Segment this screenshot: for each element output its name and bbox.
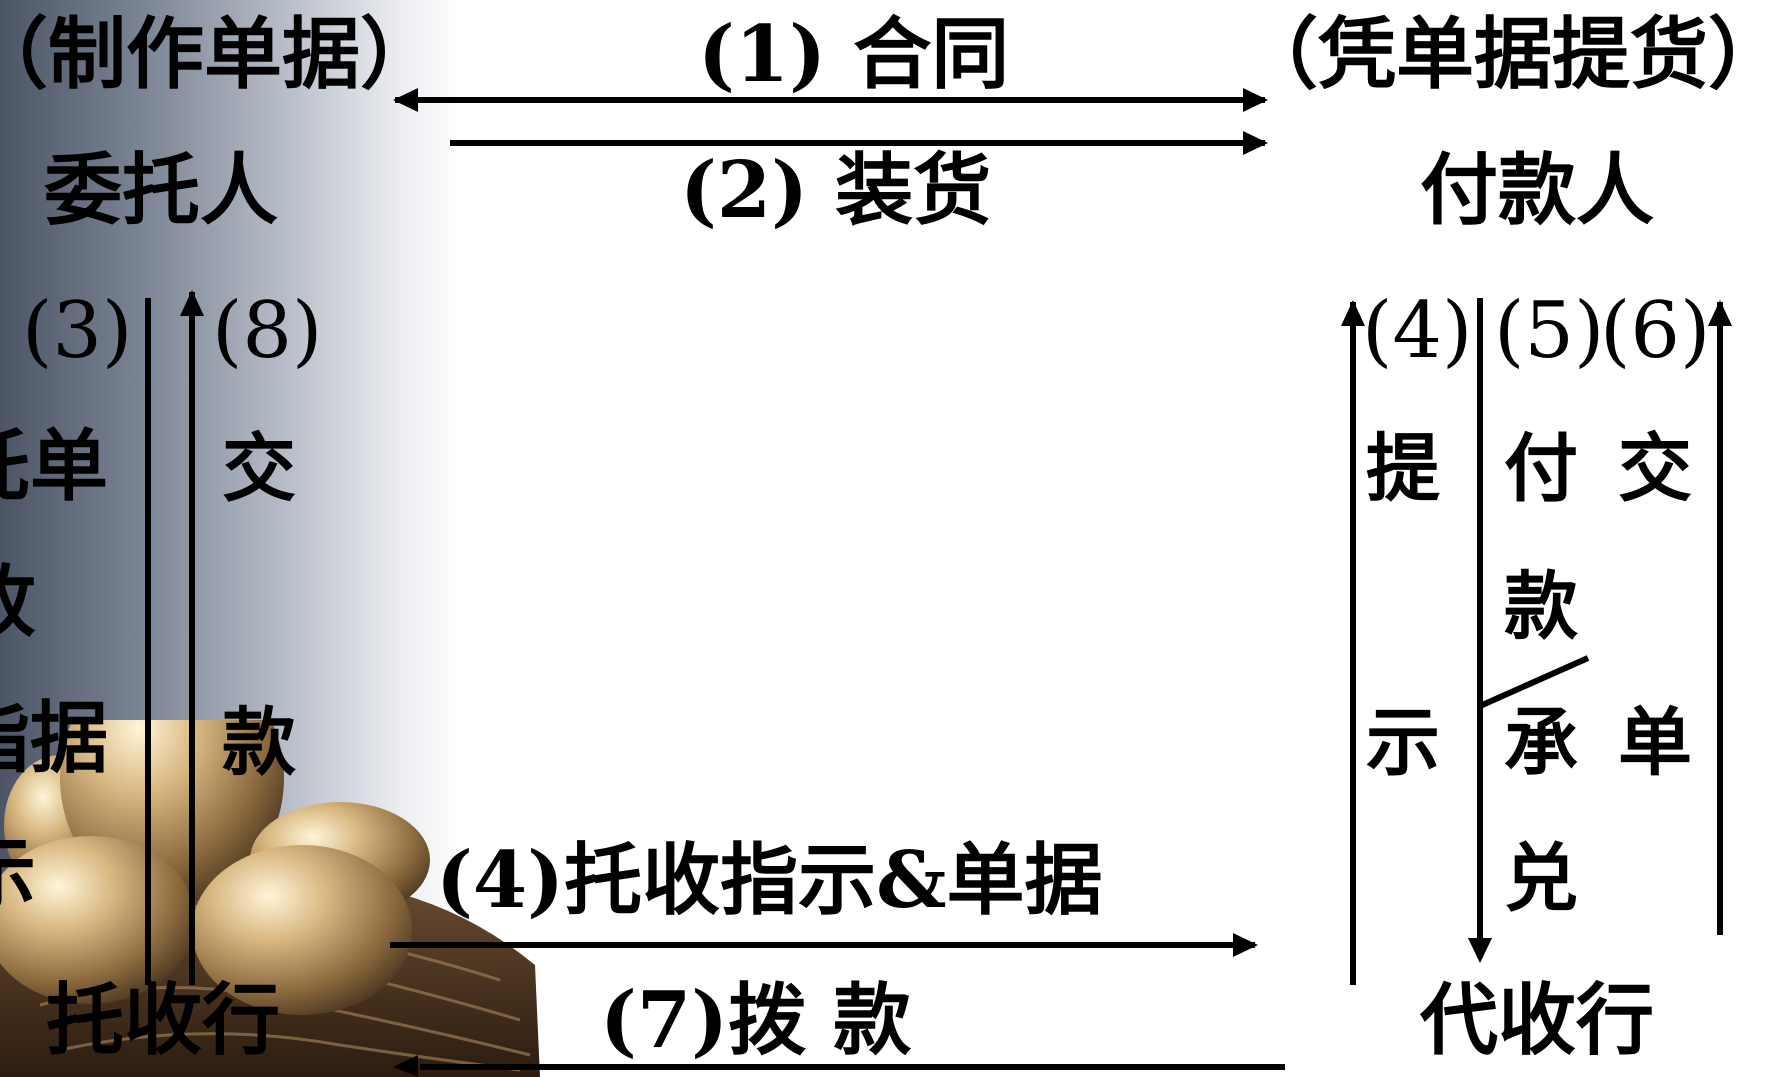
flow-3-char: 收 [0, 564, 36, 642]
remitting-bank-node: 托收行 [46, 975, 281, 1066]
flow-6-char: 交 [1618, 426, 1692, 512]
flow-5-char: 兑 [1504, 836, 1578, 922]
flow-7-label: (7)拨 款 [600, 975, 912, 1066]
flow-6-char: 单 [1618, 700, 1692, 786]
consignor-note: （制作单据） [0, 9, 439, 100]
flow-5-char: 款 [1504, 564, 1578, 650]
flow-3-char: 示 [0, 836, 36, 914]
flow-4-bottom-label: (4)托收指示&单据 [436, 835, 1103, 926]
flow-4-char: 示 [1366, 700, 1440, 786]
payer-node: 付款人 [1420, 145, 1655, 236]
flow-5-char: 承 [1504, 700, 1578, 786]
collecting-bank-node: 代收行 [1420, 975, 1655, 1066]
flow-3-char: 托单 [0, 421, 109, 512]
pay-accept-divider [1478, 655, 1590, 709]
flow-1-label: (1) 合同 [698, 9, 1010, 100]
flow-6-number: (6) [1600, 286, 1711, 376]
payer-note: （凭单据提货） [1240, 9, 1787, 100]
flow-5-number: (5) [1494, 286, 1605, 376]
flow-3-number: (3) [22, 286, 133, 376]
flow-4-number: (4) [1362, 286, 1473, 376]
flow-8-char: 交 [222, 426, 296, 512]
flow-5-char: 付 [1504, 426, 1578, 512]
flow-4-char: 提 [1366, 426, 1440, 512]
flow-2-label: (2) 装货 [680, 145, 992, 236]
flow-8-char: 款 [222, 700, 296, 786]
flow-8-number: (8) [212, 286, 323, 376]
consignor-node: 委托人 [44, 145, 279, 236]
flow-3-char: 指据 [0, 693, 109, 784]
